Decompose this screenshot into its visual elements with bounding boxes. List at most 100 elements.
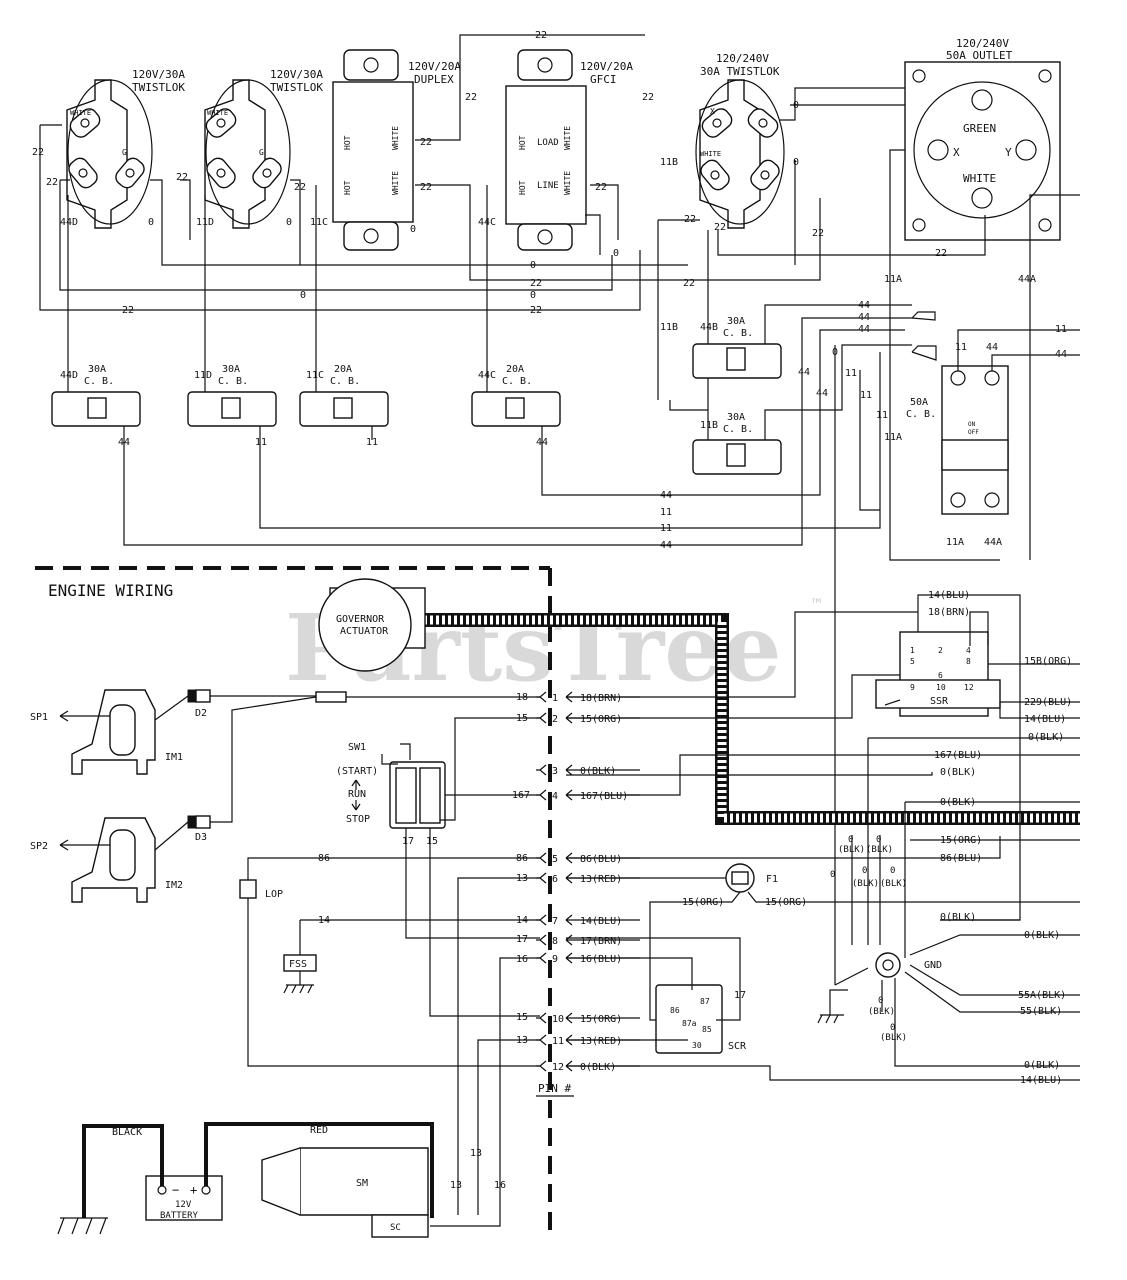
- breaker-row: 44D 30A C. B. 11D 30A C. B. 11C 20A C. B…: [51, 316, 1009, 548]
- d3-label: D3: [195, 832, 207, 843]
- gfci-hot-1: HOT: [518, 135, 527, 150]
- pw-14: 14: [516, 915, 528, 926]
- gnd-blk-e: (BLK): [868, 1007, 895, 1017]
- bw-44-b: 44: [536, 437, 548, 448]
- fss-sensor: FSS: [283, 919, 540, 994]
- bw-11-a: 11: [255, 437, 267, 448]
- right-wire-labels: 0(BLK) 167(BLU) 0(BLK) 0(BLK) 15(ORG) 86…: [830, 732, 1066, 1086]
- bw-11-e: 11: [845, 368, 857, 379]
- trademark: ™: [811, 595, 822, 614]
- cb3-rating: 20A: [334, 364, 352, 375]
- governor-label-1: GOVERNOR: [336, 614, 385, 625]
- cb7-11a: 11A: [946, 537, 964, 548]
- wire-13-harness: [457, 877, 540, 1215]
- gnd-0-d: 0: [890, 866, 895, 876]
- connector-pin-number: 8: [552, 936, 558, 947]
- battery-plus: +: [190, 1183, 197, 1197]
- sm-label: SM: [356, 1178, 368, 1189]
- connector-pin-number: 2: [552, 714, 558, 725]
- cb7-rating: 50A: [910, 397, 928, 408]
- connector-pin-label: 18(BRN): [580, 693, 622, 704]
- wire-22-i: 22: [420, 182, 432, 193]
- scr-87a: 87a: [682, 1019, 697, 1028]
- rl-0blk-3: 0(BLK): [940, 797, 976, 808]
- ssr-229blu: 229(BLU): [1024, 697, 1072, 708]
- gfci-white-1: WHITE: [563, 126, 572, 150]
- ssr-pin-1: 1: [910, 646, 915, 655]
- duplex-hot-1: HOT: [343, 135, 352, 150]
- cb7-on: ON: [968, 421, 976, 428]
- ssr-18brn: 18(BRN): [928, 607, 970, 618]
- gnd-0-b: 0: [876, 835, 881, 845]
- wire-0-i: 0: [613, 248, 619, 259]
- connector-pin-symbol: [536, 1034, 547, 1046]
- lop-label: LOP: [265, 889, 283, 900]
- wire-22-a: 22: [32, 147, 44, 158]
- twistlok-1-rating: 120V/30A: [132, 68, 185, 81]
- outlet-white: WHITE: [963, 172, 996, 185]
- pw-13d: 13: [470, 1148, 482, 1159]
- cb7-44a: 44A: [984, 537, 1002, 548]
- ssr-pin-12: 12: [964, 683, 974, 692]
- twistlok-receptacle-2: 120V/30A TWISTLOK WHITE G: [204, 68, 323, 229]
- connector-pin-number: 3: [552, 766, 558, 777]
- wire-11b-2: 11B: [660, 322, 678, 333]
- scr-87: 87: [700, 997, 710, 1006]
- wire-22-h: 22: [420, 137, 432, 148]
- rl-55blk: 55(BLK): [1020, 1006, 1062, 1017]
- engine-wiring-title: ENGINE WIRING: [48, 581, 173, 600]
- cb6-sub: C. B.: [723, 424, 753, 435]
- ssr-pin-5: 5: [910, 657, 915, 666]
- twistlok-receptacle-3: 120/240V 30A TWISTLOK X WHITE: [695, 52, 785, 229]
- wire-0-b: 0: [286, 217, 292, 228]
- ssr-14blu: 14(BLU): [928, 590, 970, 601]
- bw-44-j: 44: [1055, 349, 1067, 360]
- connector-pin-symbol: [536, 952, 547, 964]
- connector-pin-number: 6: [552, 874, 558, 885]
- ssr-15borg: 15B(ORG): [1024, 656, 1072, 667]
- f1-wire-15b: 15(ORG): [765, 897, 807, 908]
- wire-0-h: 0: [793, 157, 799, 168]
- gfci-white-2: WHITE: [563, 171, 572, 195]
- wire-44d: 44D: [60, 217, 78, 228]
- cb7-off: OFF: [968, 429, 979, 436]
- gfci-hot-2: HOT: [518, 180, 527, 195]
- wire-0-d: 0: [530, 260, 536, 271]
- fuse-f1: F1 15(ORG) 15(ORG): [566, 863, 1080, 1021]
- governor-actuator: GOVERNOR ACTUATOR: [318, 578, 426, 672]
- duplex-receptacle: 120V/20A DUPLEX HOT HOT WHITE WHITE: [332, 49, 461, 251]
- connector-pin-symbol: [536, 934, 547, 946]
- connector-pin-label: 16(BLU): [580, 954, 622, 965]
- fss-label: FSS: [289, 959, 307, 970]
- cb3-sub: C. B.: [330, 376, 360, 387]
- twistlok-3-type: 30A TWISTLOK: [700, 65, 780, 78]
- duplex-white-2: WHITE: [391, 171, 400, 195]
- battery-red: RED: [310, 1125, 328, 1136]
- wire-22-j: 22: [595, 182, 607, 193]
- gfci-type: GFCI: [590, 73, 617, 86]
- bw-11-g: 11: [876, 410, 888, 421]
- sc-label: SC: [390, 1223, 401, 1233]
- duplex-white-1: WHITE: [391, 126, 400, 150]
- connector-pin-symbol: [536, 1060, 547, 1072]
- cb5-sub: C. B.: [723, 328, 753, 339]
- wire-0-a: 0: [148, 217, 154, 228]
- cb5-rating: 30A: [727, 316, 745, 327]
- d2-label: D2: [195, 708, 207, 719]
- cb3-wire-11c: 11C: [306, 370, 324, 381]
- cb4-sub: C. B.: [502, 376, 532, 387]
- bw-11-d: 11: [660, 523, 672, 534]
- ssr-pin-2: 2: [938, 646, 943, 655]
- cb6-wire-11b: 11B: [700, 420, 718, 431]
- cb5-wire-44b: 44B: [700, 322, 718, 333]
- sw1-run: RUN: [348, 789, 366, 800]
- sw1-pin-17: 17: [402, 836, 414, 847]
- gnd-0-c: 0: [862, 866, 867, 876]
- gnd-label: GND: [924, 960, 942, 971]
- ssr-label: SSR: [930, 696, 949, 707]
- gnd-blk-a: (BLK): [838, 845, 865, 855]
- gnd-blk-c: (BLK): [852, 879, 879, 889]
- ssr-pin-9: 9: [910, 683, 915, 692]
- connector-pin-number: 4: [552, 791, 558, 802]
- starter-motor: SM SC: [261, 1147, 429, 1238]
